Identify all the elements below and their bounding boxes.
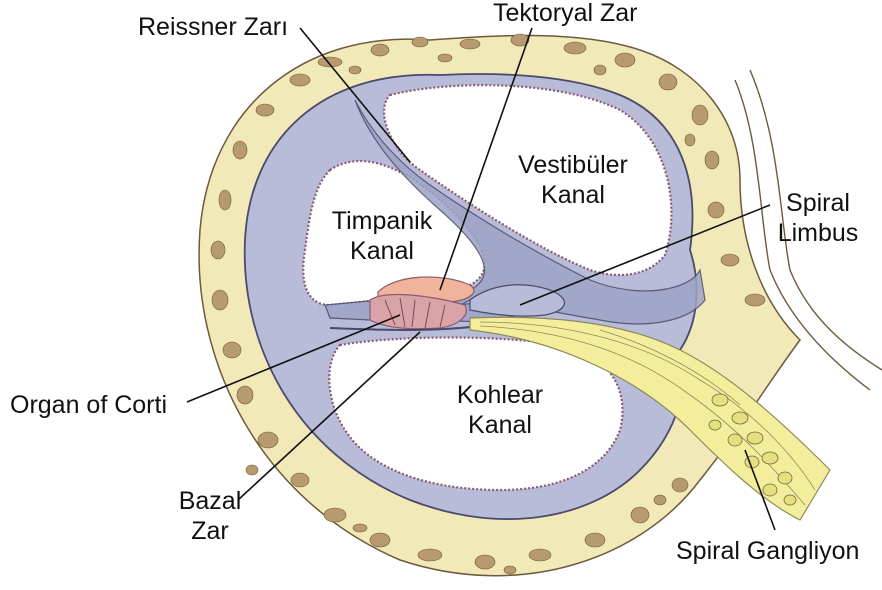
label-bazal-line2: Zar <box>160 516 260 546</box>
label-timpanik-line1: Timpanik <box>322 206 442 236</box>
label-vestibuler-line2: Kanal <box>508 180 638 210</box>
label-organ-of-corti: Organ of Corti <box>10 390 167 420</box>
label-kohlear-line1: Kohlear <box>440 380 560 410</box>
label-spiral-limbus-line2: Limbus <box>768 218 868 248</box>
label-vestibuler-line1: Vestibüler <box>508 150 638 180</box>
label-kohlear-kanal: Kohlear Kanal <box>440 380 560 440</box>
label-bazal-zar: Bazal Zar <box>160 486 260 546</box>
label-vestibuler-kanal: Vestibüler Kanal <box>508 150 638 210</box>
label-kohlear-line2: Kanal <box>440 410 560 440</box>
label-timpanik-line2: Kanal <box>322 236 442 266</box>
label-reissner-zari: Reissner Zarı <box>138 12 288 42</box>
label-timpanik-kanal: Timpanik Kanal <box>322 206 442 266</box>
label-spiral-gangliyon: Spiral Gangliyon <box>676 536 859 566</box>
label-bazal-line1: Bazal <box>160 486 260 516</box>
label-tektoryal-zar: Tektoryal Zar <box>493 0 637 28</box>
label-spiral-limbus: Spiral Limbus <box>768 188 868 248</box>
label-spiral-limbus-line1: Spiral <box>768 188 868 218</box>
